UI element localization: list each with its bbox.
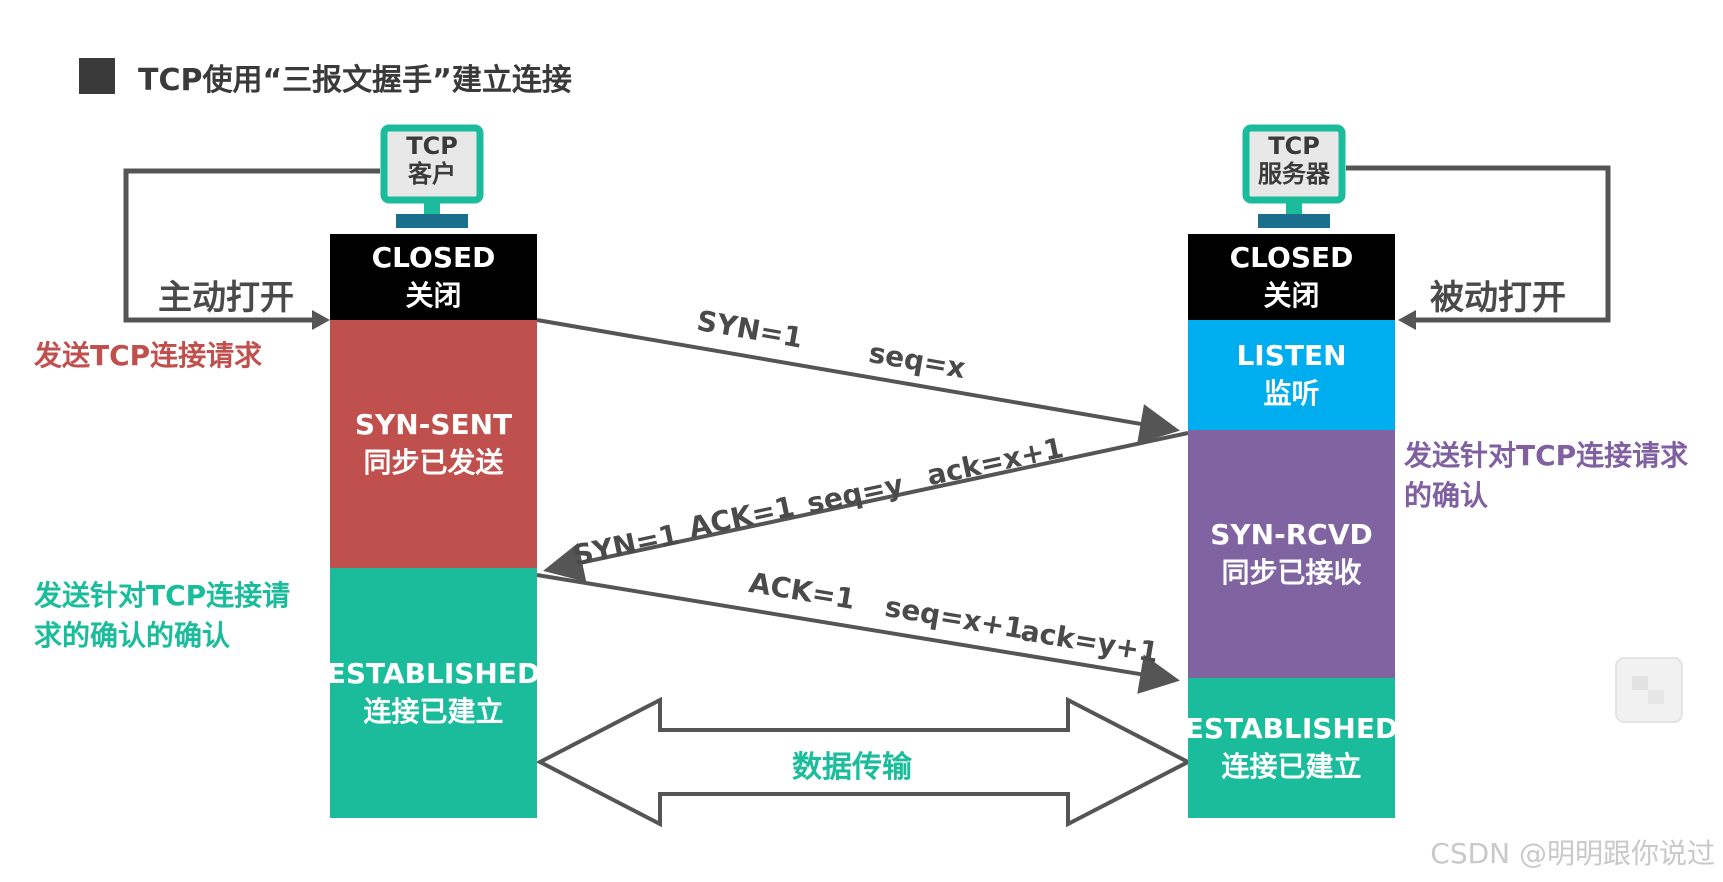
image-placeholder-icon [1615, 657, 1683, 723]
client-state-syn-sent: SYN-SENT 同步已发送 [330, 320, 537, 568]
title-marker [79, 58, 115, 94]
server-ack-note: 发送针对TCP连接请求 的确认 [1404, 439, 1689, 512]
server-state-syn-rcvd: SYN-RCVD 同步已接收 [1188, 430, 1395, 678]
syn-ack-arrow [543, 431, 1189, 583]
client-state-established: ESTABLISHED 连接已建立 [327, 568, 540, 818]
syn-arrow [536, 318, 1180, 444]
server-state-established: ESTABLISHED 连接已建立 [1185, 678, 1398, 818]
server-name-line2: 服务器 [1258, 160, 1330, 188]
client-ack-note: 发送针对TCP连接请 求的确认的确认 [34, 579, 291, 652]
client-monitor-icon [380, 124, 484, 228]
server-state-closed: CLOSED 关闭 [1188, 234, 1395, 320]
client-name-line1: TCP [406, 132, 458, 160]
server-open-loop [1346, 165, 1611, 323]
client-name-line2: 客户 [408, 160, 456, 188]
client-open-arrowhead [312, 310, 330, 330]
client-open-loop [123, 168, 380, 323]
data-transfer-label: 数据传输 [792, 750, 912, 785]
active-open-label: 主动打开 [158, 278, 294, 318]
ack-arrow [536, 573, 1180, 694]
watermark: CSDN @明明跟你说过 [1430, 837, 1715, 870]
passive-open-label: 被动打开 [1430, 278, 1566, 318]
server-monitor-icon [1242, 124, 1346, 228]
server-name-line1: TCP [1268, 132, 1320, 160]
page-title: TCP使用“三报文握手”建立连接 [138, 63, 572, 98]
server-open-arrowhead [1398, 310, 1416, 330]
server-state-listen: LISTEN 监听 [1188, 320, 1395, 430]
client-state-closed: CLOSED 关闭 [330, 234, 537, 320]
client-request-note: 发送TCP连接请求 [34, 339, 263, 372]
